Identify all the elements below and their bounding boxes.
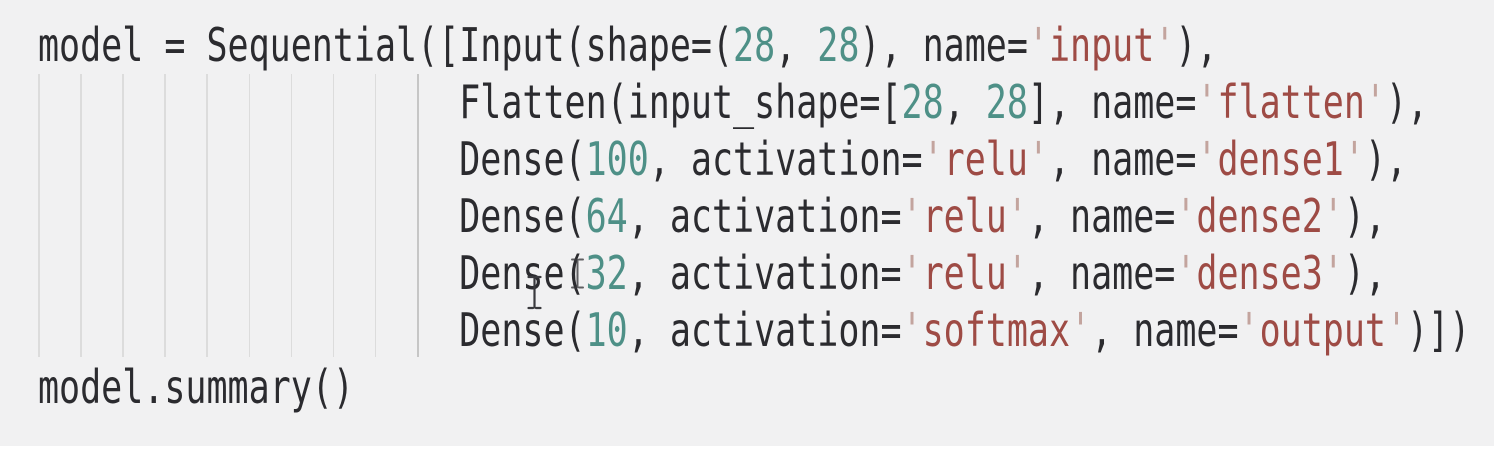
code-line: Flatten(input_shape=[28, 28], name='flat… xyxy=(38,74,1470,131)
code-segment: ' xyxy=(1322,246,1344,300)
code-segment: ' xyxy=(1154,18,1176,72)
code-segment: output xyxy=(1259,303,1386,357)
code-segment: ), xyxy=(1364,132,1408,186)
code-segment: 28 xyxy=(985,75,1028,129)
code-line: Dense(64, activation='relu', name='dense… xyxy=(38,188,1470,245)
code-segment: dense1 xyxy=(1217,132,1344,186)
code-segment: ' xyxy=(1027,132,1049,186)
code-segment: 28 xyxy=(817,18,860,72)
code-segment: , name= xyxy=(1027,246,1176,300)
code-segment: 10 xyxy=(585,303,628,357)
code-segment: relu xyxy=(922,246,1007,300)
code-segment: ), xyxy=(1343,246,1386,300)
code-segment: ' xyxy=(1238,303,1260,357)
code-segment: ' xyxy=(1364,75,1386,129)
code-segment: , name= xyxy=(1048,132,1197,186)
code-segment: , xyxy=(943,75,986,129)
code-segment: 28 xyxy=(733,18,776,72)
code-segment: ], name= xyxy=(1027,75,1197,129)
code-line: Dense(32, activation='relu', name='dense… xyxy=(38,245,1470,302)
code-segment: ' xyxy=(1027,18,1049,72)
code-line: Dense(10, activation='softmax', name='ou… xyxy=(38,302,1470,359)
code-segment: , activation= xyxy=(627,189,902,243)
code-segment: ), xyxy=(1385,75,1429,129)
code-segment: , activation= xyxy=(627,303,902,357)
code-segment: ' xyxy=(1196,132,1218,186)
code-block[interactable]: model = Sequential([Input(shape=(28, 28)… xyxy=(38,17,1470,416)
code-segment: ), xyxy=(1343,189,1386,243)
code-segment: , name= xyxy=(1027,189,1176,243)
code-line: Dense(100, activation='relu', name='dens… xyxy=(38,131,1470,188)
code-segment: ' xyxy=(922,132,944,186)
code-segment: ' xyxy=(901,303,923,357)
code-segment: relu xyxy=(922,189,1007,243)
code-line: model.summary() xyxy=(38,359,1470,416)
code-segment: Dense( xyxy=(38,132,586,186)
code-segment: 32 xyxy=(585,246,628,300)
code-segment: ' xyxy=(1175,189,1197,243)
code-segment: , xyxy=(775,18,818,72)
code-line: model = Sequential([Input(shape=(28, 28)… xyxy=(38,17,1470,74)
code-segment: ' xyxy=(1196,75,1218,129)
code-segment: ' xyxy=(1006,189,1028,243)
code-segment: , activation= xyxy=(627,246,902,300)
code-segment: relu xyxy=(943,132,1028,186)
code-segment: flatten xyxy=(1217,75,1365,129)
code-segment: )]) xyxy=(1407,303,1471,357)
code-segment: ), name= xyxy=(859,18,1028,72)
code-editor-cell[interactable]: model = Sequential([Input(shape=(28, 28)… xyxy=(0,0,1494,446)
code-segment: model = Sequential([Input(shape=( xyxy=(38,18,734,72)
code-segment: ' xyxy=(1070,303,1092,357)
code-segment: 100 xyxy=(585,132,649,186)
code-segment: , activation= xyxy=(648,132,923,186)
code-segment: input xyxy=(1048,18,1155,72)
code-segment: ' xyxy=(901,246,923,300)
code-segment: model.summary() xyxy=(38,360,354,414)
code-segment: dense3 xyxy=(1196,246,1323,300)
code-segment: ' xyxy=(1343,132,1365,186)
code-segment: 28 xyxy=(901,75,944,129)
code-segment: ' xyxy=(1006,246,1028,300)
code-segment: , name= xyxy=(1091,303,1239,357)
code-segment: softmax xyxy=(922,303,1071,357)
code-segment: Dense( xyxy=(38,303,586,357)
code-segment: ' xyxy=(901,189,923,243)
code-segment: 64 xyxy=(585,189,628,243)
code-segment: Dense( xyxy=(38,189,586,243)
code-segment: ' xyxy=(1175,246,1197,300)
code-segment: ' xyxy=(1322,189,1344,243)
code-segment: Flatten(input_shape=[ xyxy=(38,75,902,129)
code-segment: dense2 xyxy=(1196,189,1323,243)
page-background-strip xyxy=(0,446,1494,474)
code-segment: Dense( xyxy=(38,246,586,300)
code-segment: ), xyxy=(1175,18,1218,72)
code-segment: ' xyxy=(1385,303,1408,357)
